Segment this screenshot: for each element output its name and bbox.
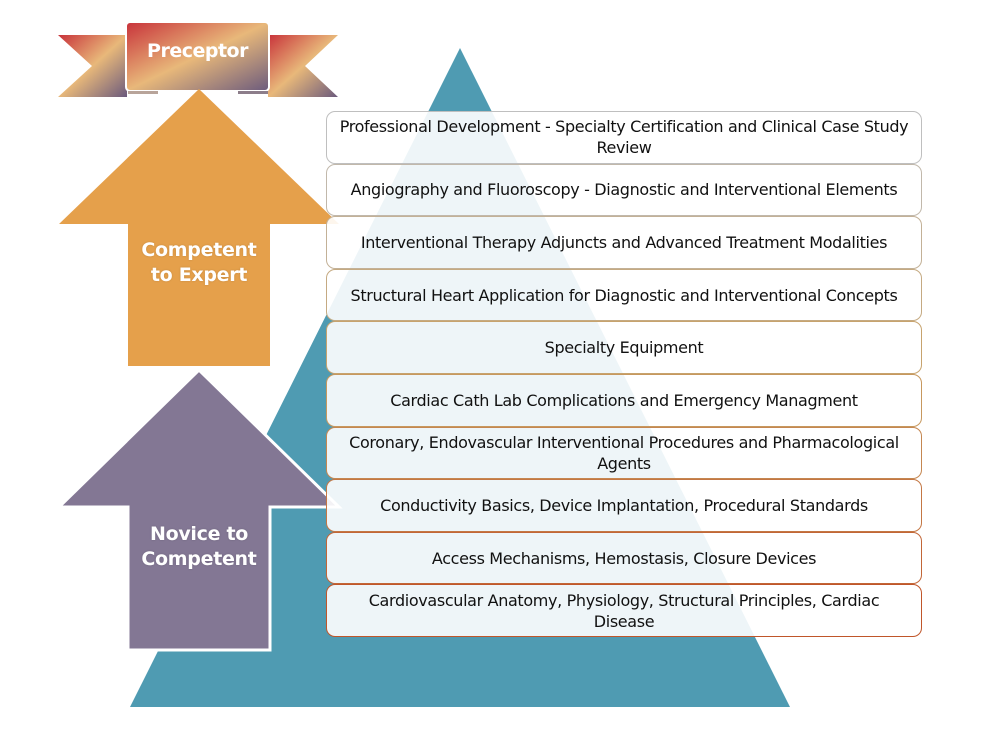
- competent-to-expert-label: Competent to Expert: [128, 238, 270, 288]
- competent-to-expert-label-line-1: Competent: [141, 239, 257, 261]
- level-box: Interventional Therapy Adjuncts and Adva…: [326, 216, 922, 269]
- level-box: Cardiac Cath Lab Complications and Emerg…: [326, 373, 922, 427]
- level-box: Access Mechanisms, Hemostasis, Closure D…: [326, 531, 922, 585]
- preceptor-ribbon: [58, 21, 338, 97]
- competent-to-expert-arrow: [59, 89, 339, 366]
- ribbon-fold-left: [128, 91, 158, 94]
- level-box: Specialty Equipment: [326, 321, 922, 374]
- ribbon-left-tail: [58, 35, 127, 97]
- ribbon-fold-right: [238, 91, 268, 94]
- novice-to-competent-label: Novice to Competent: [128, 522, 270, 572]
- level-box: Professional Development - Specialty Cer…: [326, 111, 922, 164]
- level-box: Angiography and Fluoroscopy - Diagnostic…: [326, 163, 922, 217]
- ribbon-right-tail: [268, 35, 338, 97]
- level-box: Cardiovascular Anatomy, Physiology, Stru…: [326, 584, 922, 637]
- level-box: Conductivity Basics, Device Implantation…: [326, 479, 922, 532]
- curriculum-levels: Professional Development - Specialty Cer…: [326, 111, 922, 637]
- level-box: Coronary, Endovascular Interventional Pr…: [326, 426, 922, 480]
- novice-to-competent-label-line-1: Novice to: [149, 523, 249, 545]
- level-box: Structural Heart Application for Diagnos…: [326, 268, 922, 322]
- competent-to-expert-label-line-2: to Expert: [150, 264, 248, 286]
- preceptor-title: Preceptor: [147, 40, 248, 62]
- novice-to-competent-label-line-2: Competent: [141, 548, 257, 570]
